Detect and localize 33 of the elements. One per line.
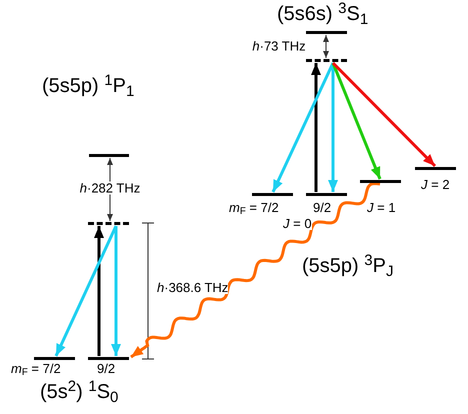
- arrow: [111, 226, 121, 356]
- level-label: m$_{F}$ = 7/2: [11, 362, 61, 375]
- energy-level-line: [252, 193, 293, 196]
- level-label: h·368.6 THz: [157, 281, 228, 294]
- energy-level-line: [306, 193, 347, 196]
- arrow: [332, 62, 436, 168]
- level-label: J = 1: [367, 201, 396, 214]
- energy-level-line: [34, 357, 75, 360]
- wavy-arrow: [130, 182, 380, 358]
- energy-level-line: [88, 357, 129, 360]
- energy-level-line: [415, 167, 456, 170]
- arrow: [54, 225, 118, 357]
- level-label: J = 0: [283, 217, 312, 230]
- level-label: 9/2: [97, 362, 116, 375]
- arrow: [311, 63, 321, 192]
- energy-level-line: [306, 31, 347, 34]
- state-label: (5s5p) $^{1}$P$_{1}$: [42, 76, 134, 96]
- state-label: (5s$^{2}$) $^{1}$S$_{0}$: [40, 382, 118, 402]
- virtual-level-line: [306, 59, 347, 62]
- state-label: (5s6s) $^{3}$S$_{1}$: [277, 4, 368, 24]
- energy-level-line: [89, 154, 129, 157]
- level-label: 9/2: [313, 201, 332, 214]
- virtual-level-line: [88, 222, 129, 225]
- edge-label: h·282 THz: [78, 182, 142, 194]
- arrow: [94, 226, 104, 356]
- arrow: [323, 34, 329, 58]
- arrow: [332, 62, 382, 180]
- state-label: (5s5p) $^{3}$P$_{J}$: [302, 256, 394, 276]
- arrow: [272, 62, 334, 193]
- level-label: J = 2: [421, 178, 450, 191]
- edge-label: h·73 THz: [251, 40, 307, 52]
- energy-level-line: [360, 180, 401, 183]
- level-label: m$_{F}$ = 7/2: [229, 201, 279, 214]
